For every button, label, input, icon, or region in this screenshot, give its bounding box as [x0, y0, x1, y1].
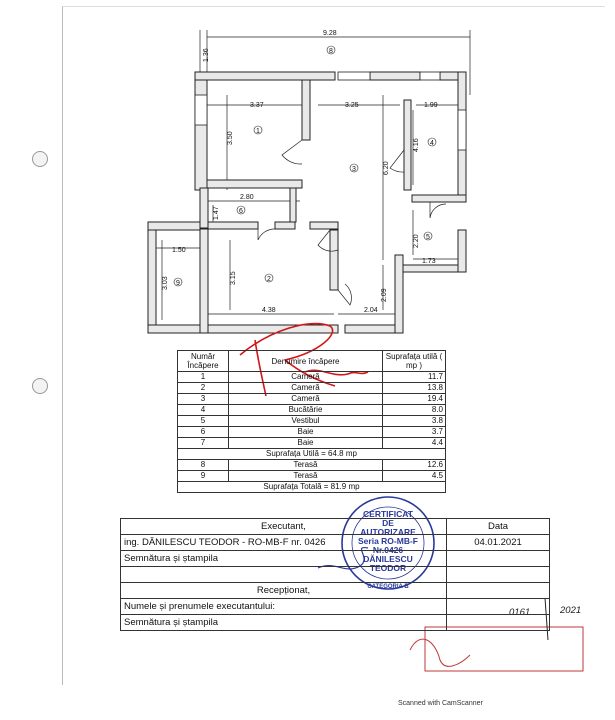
rooms-table: Număr Încăpere Denumire încăpere Suprafa… [177, 350, 446, 493]
room-label-6: 6 [239, 208, 243, 215]
executant-label: Executant, [120, 518, 447, 535]
dim-r3-height: 6.20 [383, 161, 390, 175]
signature-cell [446, 550, 550, 567]
col-header-area: Suprafața utilă ( mp ) [382, 350, 446, 372]
room-area: 13.8 [382, 382, 446, 394]
room-nr: 1 [177, 371, 229, 383]
spacer-cell [446, 566, 550, 583]
grand-total-row: Suprafața Totală = 81.9 mp [177, 481, 446, 493]
dim-hall-height: 2.09 [381, 288, 388, 302]
dim-r1-height: 3.50 [227, 131, 234, 145]
room-label-8: 8 [329, 48, 333, 55]
signature-label-2: Semnătura și ștampila [120, 614, 447, 631]
executant-name: ing. DĂNILESCU TEODOR - RO-MB-F nr. 0426 [120, 534, 447, 551]
spacer-cell [120, 566, 447, 583]
room-nr: 5 [177, 415, 229, 427]
signature-cell-2 [446, 614, 550, 631]
room-name: Terasă [228, 470, 383, 482]
util-total: Suprafața Utilă = 64.8 mp [177, 448, 446, 460]
room-label-5: 5 [426, 234, 430, 241]
room-label-1: 1 [256, 128, 260, 135]
dim-left-height: 1.36 [203, 48, 210, 62]
dim-hall-width: 2.04 [364, 307, 378, 314]
executant-name-label: Numele și prenumele executantului: [120, 598, 447, 615]
dim-r2-width: 4.38 [262, 307, 276, 314]
room-nr: 6 [177, 426, 229, 438]
signature-table: Executant, Data ing. DĂNILESCU TEODOR - … [120, 518, 550, 631]
room-area: 4.5 [382, 470, 446, 482]
room-nr: 3 [177, 393, 229, 405]
room-name: Cameră [228, 393, 383, 405]
dim-r4-width: 1.99 [424, 102, 438, 109]
room-area: 4.4 [382, 437, 446, 449]
receptionat-cell [446, 582, 550, 599]
scanner-footer: Scanned with CamScanner [398, 700, 483, 707]
room-nr: 7 [177, 437, 229, 449]
room-label-9: 9 [176, 280, 180, 287]
room-name: Bucătărie [228, 404, 383, 416]
red-stamp [409, 626, 584, 672]
handwritten-year-note: 2021 [559, 605, 581, 616]
room-area: 11.7 [382, 371, 446, 383]
dim-r9-height: 3.03 [162, 276, 169, 290]
room-name: Cameră [228, 371, 383, 383]
dim-r2-height: 3.15 [230, 271, 237, 285]
room-label-2: 2 [267, 276, 271, 283]
room-nr: 8 [177, 459, 229, 471]
document-page [62, 6, 605, 685]
room-name: Baie [228, 426, 383, 438]
room-area: 19.4 [382, 393, 446, 405]
punch-hole [32, 378, 48, 394]
dim-r5-width: 1.73 [422, 258, 436, 265]
dim-r9-width: 1.50 [172, 247, 186, 254]
room-name: Terasă [228, 459, 383, 471]
date-label: Data [446, 518, 550, 535]
name-cell [446, 598, 550, 615]
dim-r4-height: 4.16 [413, 138, 420, 152]
room-area: 12.6 [382, 459, 446, 471]
room-area: 8.0 [382, 404, 446, 416]
room-area: 3.7 [382, 426, 446, 438]
dim-r6-width: 2.80 [240, 194, 254, 201]
grand-total: Suprafața Totală = 81.9 mp [177, 481, 446, 493]
punch-hole [32, 151, 48, 167]
room-nr: 4 [177, 404, 229, 416]
room-label-4: 4 [430, 140, 434, 147]
dim-r5-height: 2.20 [413, 234, 420, 248]
room-nr: 2 [177, 382, 229, 394]
util-total-row: Suprafața Utilă = 64.8 mp [177, 448, 446, 460]
dim-r3-width: 3.25 [345, 102, 359, 109]
date-value: 04.01.2021 [446, 534, 550, 551]
dim-r6-height: 1.47 [213, 206, 220, 220]
room-nr: 9 [177, 470, 229, 482]
room-name: Cameră [228, 382, 383, 394]
col-header-name: Denumire încăpere [228, 350, 383, 372]
room-name: Baie [228, 437, 383, 449]
signature-label: Semnătura și ștampila [120, 550, 447, 567]
room-label-3: 3 [352, 166, 356, 173]
room-area: 3.8 [382, 415, 446, 427]
room-name: Vestibul [228, 415, 383, 427]
dim-total-width: 9.28 [323, 30, 337, 37]
col-header-nr: Număr Încăpere [177, 350, 229, 372]
stamp-line: CERTIFICAT [363, 509, 414, 519]
receptionat-label: Recepționat, [120, 582, 447, 599]
dim-r1-width: 3.37 [250, 102, 264, 109]
